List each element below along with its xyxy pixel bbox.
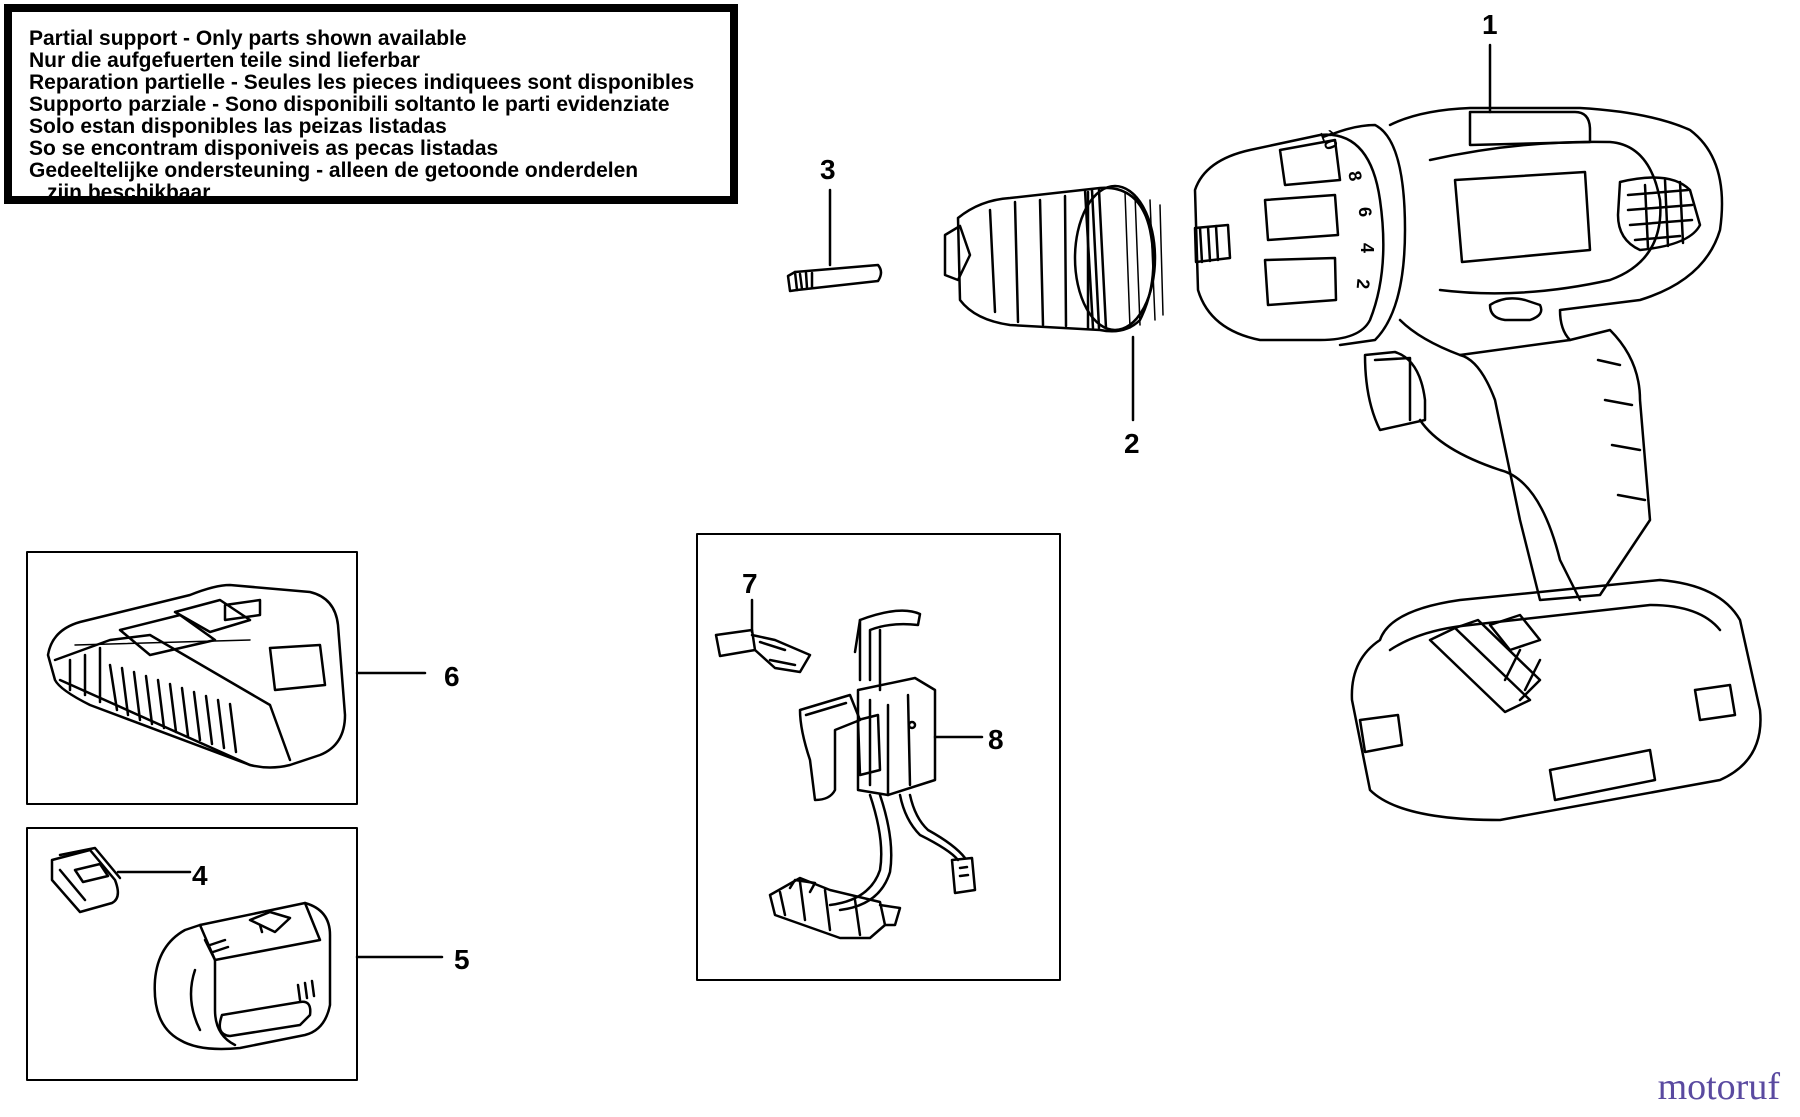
switch-part-8[interactable]: [768, 609, 977, 940]
notice-line-it: Supporto parziale - Sono disponibili sol…: [29, 93, 670, 116]
part-number-7: 7: [742, 568, 758, 599]
part-number-2: 2: [1124, 428, 1140, 459]
charger-box-frame: [26, 551, 358, 805]
notice-line-de: Nur die aufgefuerten teile sind lieferba…: [29, 49, 420, 72]
clutch-dial-6: 6: [1355, 206, 1376, 218]
part-number-3: 3: [820, 154, 836, 185]
brand-watermark: motoruf: [1657, 1066, 1780, 1108]
clutch-dial-10: 10: [1316, 127, 1342, 153]
chuck-part-2[interactable]: [943, 184, 1164, 333]
clutch-dial-4: 4: [1357, 243, 1377, 253]
charger-part-6[interactable]: [46, 583, 347, 769]
key-part-4[interactable]: [50, 846, 122, 914]
switch-box-frame: [696, 533, 1061, 981]
part-number-1: 1: [1482, 9, 1498, 40]
part-number-5: 5: [454, 944, 470, 975]
notice-line-nl: Gedeeltelijke ondersteuning - alleen de …: [29, 159, 639, 182]
notice-line-nl-cont: zijn beschikbaar: [47, 181, 211, 204]
clutch-dial-2: 2: [1353, 278, 1374, 290]
notice-line-es: Solo estan disponibles las peizas listad…: [29, 115, 447, 138]
part-number-4: 4: [192, 860, 208, 891]
part-number-6: 6: [444, 661, 460, 692]
notice-line-en: Partial support - Only parts shown avail…: [29, 27, 467, 50]
notice-line-pt: So se encontram disponiveis as pecas lis…: [29, 137, 499, 160]
switch-cap-part-7[interactable]: [714, 628, 812, 674]
part-number-8: 8: [988, 724, 1004, 755]
partial-support-notice: Partial support - Only parts shown avail…: [4, 4, 738, 204]
screw-part-3[interactable]: [786, 263, 883, 293]
notice-line-fr: Reparation partielle - Seules les pieces…: [29, 71, 695, 94]
clutch-dial-8: 8: [1344, 169, 1365, 182]
drill-body-part-1[interactable]: [1193, 106, 1762, 822]
battery-box-frame: [26, 827, 358, 1081]
battery-part-5[interactable]: [153, 901, 332, 1051]
